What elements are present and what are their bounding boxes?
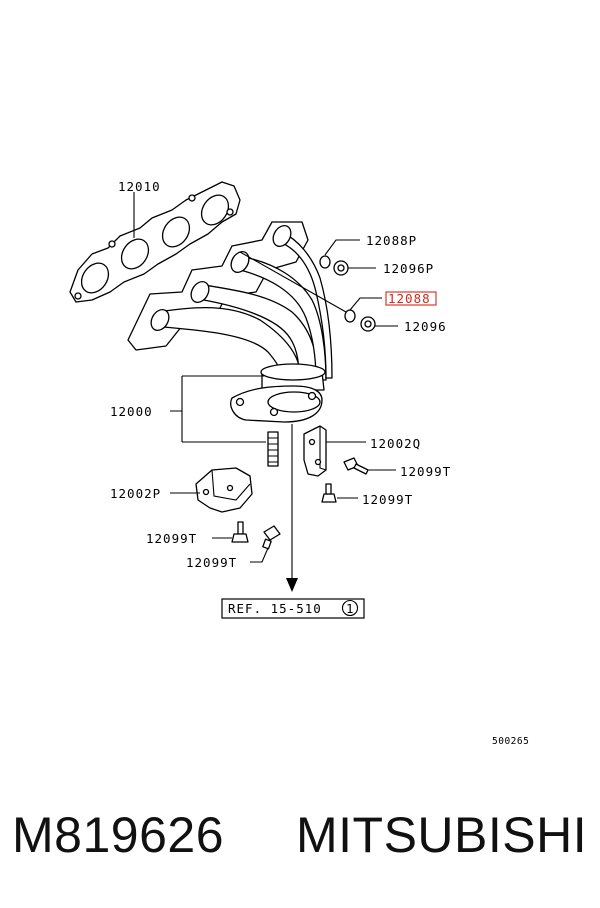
brand-name: MITSUBISHI xyxy=(296,807,588,863)
diagram-code: 500265 xyxy=(492,736,529,747)
callout-12002p: 12002P xyxy=(110,486,161,501)
callout-12088p: 12088P xyxy=(366,233,417,248)
reference-box xyxy=(221,598,365,619)
callout-12088-highlighted: 12088 xyxy=(388,291,431,306)
bolt-12099t-left-lower xyxy=(262,525,281,550)
bolt-12099t-left xyxy=(231,521,249,543)
callout-12096p: 12096P xyxy=(383,261,434,276)
reference-text: REF. 15-510 xyxy=(228,601,322,616)
callout-12096: 12096 xyxy=(404,319,447,334)
stud-bolt xyxy=(267,431,279,467)
bracket-12002q xyxy=(303,425,327,477)
washer-12096p xyxy=(333,260,349,276)
nut-12088 xyxy=(344,309,356,323)
callout-12099t-left-lower: 12099T xyxy=(186,555,237,570)
callout-12000: 12000 xyxy=(110,404,153,419)
bracket-12002p xyxy=(195,467,253,513)
exhaust-manifold-diagram: 12010 12000 12088P xyxy=(69,179,529,747)
callout-12099t-left: 12099T xyxy=(146,531,197,546)
part-number: M819626 xyxy=(12,807,224,863)
bolt-12099t-right-lower xyxy=(321,483,337,503)
reference-circled: 1 xyxy=(346,601,355,616)
manifold-gasket xyxy=(69,181,241,303)
callout-12010: 12010 xyxy=(118,179,161,194)
callout-12099t-right: 12099T xyxy=(400,464,451,479)
exhaust-manifold xyxy=(127,221,333,423)
arrow-down-icon xyxy=(286,578,298,592)
highlight-box xyxy=(385,291,437,306)
callout-12002q: 12002Q xyxy=(370,436,421,451)
bolt-12099t-right xyxy=(343,457,369,475)
callout-12099t-right-lower: 12099T xyxy=(362,492,413,507)
washer-12096 xyxy=(360,316,376,332)
nut-12088p xyxy=(319,255,331,269)
reference-circle xyxy=(341,599,359,617)
